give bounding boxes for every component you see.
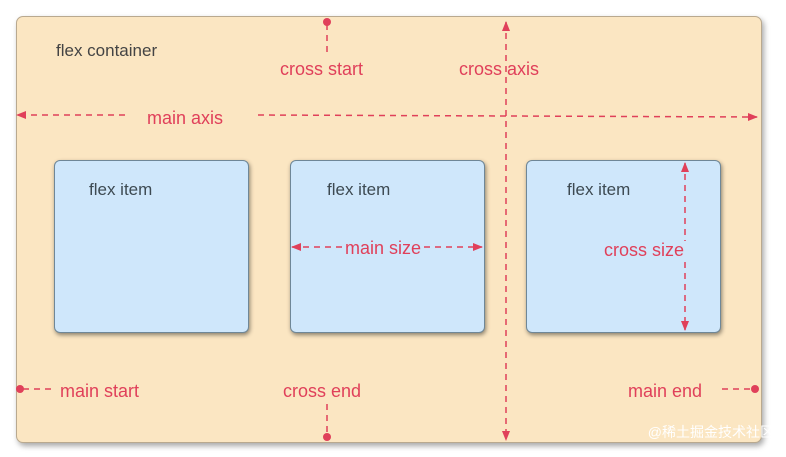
- main-size-label: main size: [342, 239, 425, 257]
- flex-item-label: flex item: [567, 180, 631, 199]
- cross-end-label: cross end: [283, 381, 362, 401]
- main-axis-arrow-right: [257, 112, 758, 121]
- main-start-label: main start: [60, 381, 140, 401]
- container-label: flex container: [56, 41, 158, 60]
- flex-item-1: flex item: [54, 160, 249, 333]
- main-start-dot: [16, 385, 24, 393]
- cross-axis-label: cross axis: [459, 59, 540, 79]
- cross-start-label: cross start: [280, 59, 364, 79]
- cross-size-label: cross size: [601, 241, 688, 259]
- flex-item-label: flex item: [327, 180, 391, 199]
- main-end-label: main end: [628, 381, 703, 401]
- cross-start-dot: [323, 18, 331, 26]
- watermark-text: @稀土掘金技术社区: [647, 424, 774, 440]
- main-end-dot: [751, 385, 759, 393]
- flex-item-label: flex item: [89, 180, 153, 199]
- main-axis-label: main axis: [147, 108, 224, 128]
- cross-end-dot: [323, 433, 331, 441]
